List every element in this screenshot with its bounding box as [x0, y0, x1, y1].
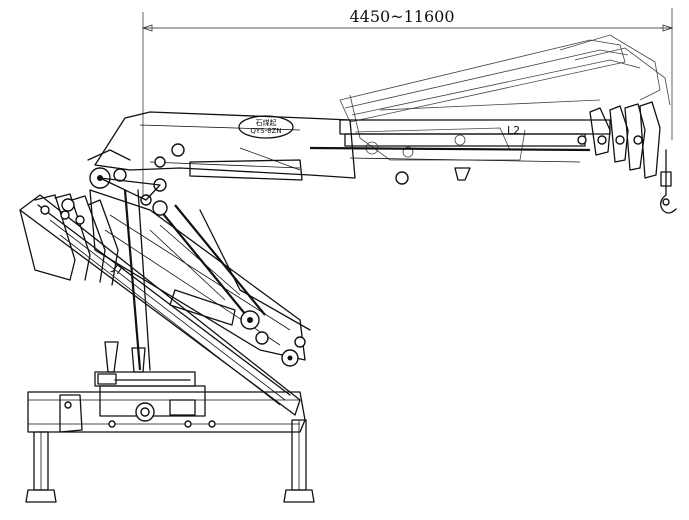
- crane-hook: [660, 149, 677, 214]
- outrigger-frame: [25, 391, 315, 503]
- main-boom: 石煤起 QYS-8ZN: [94, 111, 356, 181]
- nameplate-oval: [238, 115, 294, 139]
- nameplate-cn-text: 石煤起: [256, 118, 277, 127]
- nameplate-model: QYS-8ZN: [250, 127, 281, 135]
- column-base: [59, 189, 206, 433]
- knuckle-joint: [87, 149, 167, 206]
- telescopic-sections: L2: [309, 101, 661, 185]
- inner-boom: [89, 189, 311, 367]
- reach-dimension-label: 4450~11600: [349, 7, 454, 26]
- label-l2: L2: [507, 124, 520, 137]
- stowed-telescopic-pack: JT: [19, 193, 301, 416]
- reach-dimension: 4450~11600: [141, 7, 674, 205]
- label-jt: JT: [109, 261, 126, 278]
